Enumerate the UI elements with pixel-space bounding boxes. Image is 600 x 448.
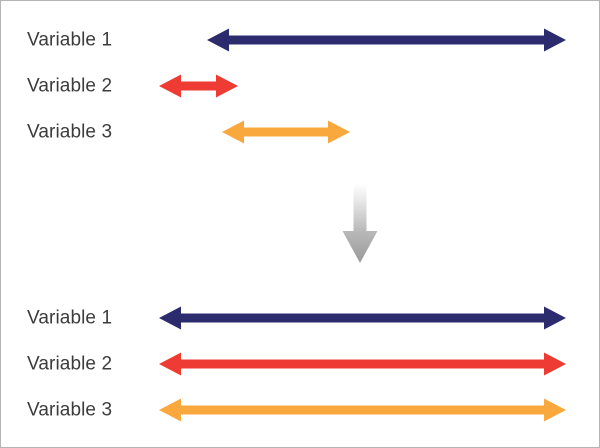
bottom-label-variable-2: Variable 2	[27, 353, 113, 375]
top-arrow-group	[159, 28, 566, 144]
top-arrow-2	[159, 74, 238, 98]
top-arrow-1	[207, 28, 566, 52]
bottom-arrow-2	[159, 352, 566, 376]
bottom-label-variable-1: Variable 1	[27, 307, 113, 329]
down-arrow-icon	[342, 183, 378, 263]
top-label-variable-3: Variable 3	[27, 121, 113, 143]
bottom-arrow-3	[159, 398, 566, 422]
transition-arrow-group	[342, 183, 378, 263]
bottom-arrow-1	[159, 306, 566, 330]
top-label-variable-2: Variable 2	[27, 75, 113, 97]
top-label-variable-1: Variable 1	[27, 29, 113, 51]
bottom-arrow-group	[159, 306, 566, 422]
bottom-label-variable-3: Variable 3	[27, 399, 113, 421]
top-arrow-3	[222, 120, 350, 144]
